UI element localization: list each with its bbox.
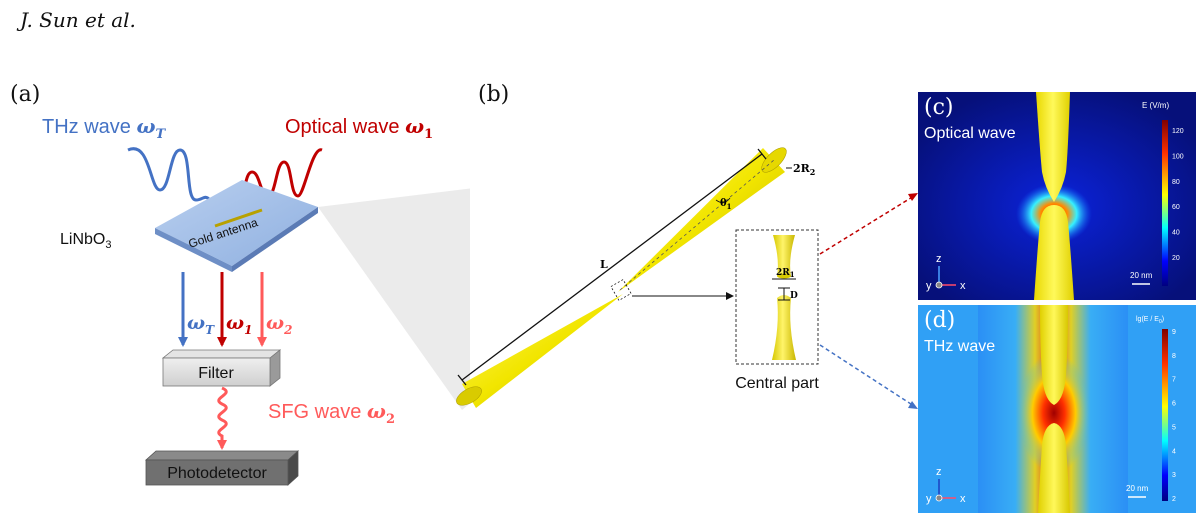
zoom-wedge	[318, 188, 470, 410]
panel-c-axis-x: x	[960, 280, 966, 292]
length-label: L	[600, 258, 608, 271]
length-dimension	[461, 153, 763, 381]
gold-antenna	[214, 208, 263, 228]
panel-d-axis-x: x	[960, 493, 966, 505]
panel-d-colorbar-tick: 9	[1172, 329, 1176, 336]
beam-sfg-label: ω2	[266, 312, 292, 337]
panel-d-colorbar-tick: 3	[1172, 472, 1176, 479]
panel-d-colorbar-tick: 2	[1172, 496, 1176, 503]
panel-d-lower-tip	[1038, 423, 1070, 513]
panel-c-upper-tip	[1036, 92, 1070, 202]
beam-thz-label: ωT	[187, 312, 215, 337]
panel-c-colorbar-tick: 120	[1172, 128, 1184, 135]
panel-c-colorbar-tick: 80	[1172, 179, 1180, 186]
panel-d-field-map: (d) THz wave lg(E / E0) 9 8 7 6 5 4 3 2 z y x 2…	[918, 305, 1196, 513]
antenna-lower-cone	[462, 294, 623, 408]
panel-c-colorbar-tick: 100	[1172, 153, 1184, 160]
panel-a-schematic: THz wave ωT Optical wave ω1 Gold antenna…	[42, 114, 470, 486]
inner-radius-label: 2R1	[776, 268, 795, 279]
gap-label: D	[790, 291, 798, 301]
panel-d-colorbar-tick: 8	[1172, 353, 1176, 360]
photodetector-box	[144, 450, 300, 486]
angle-label: θ1	[720, 198, 732, 211]
panel-d-colorbar-tick: 7	[1172, 377, 1176, 384]
thz-wave-arrow	[127, 147, 217, 210]
antenna-upper-cone	[618, 148, 785, 292]
filter-box	[161, 349, 282, 387]
filter-label: Filter	[198, 365, 234, 382]
optical-wave-label: Optical wave ω1	[285, 114, 433, 142]
panel-d-scale-bar-label: 20 nm	[1126, 484, 1149, 493]
panel-d-colorbar-tick: 6	[1172, 401, 1176, 408]
panel-c-scale-bar-label: 20 nm	[1130, 271, 1153, 280]
crystal-label: LiNbO3	[60, 231, 111, 251]
panel-d-colorbar-tick: 5	[1172, 424, 1176, 431]
thz-wave-label: THz wave ωT	[42, 114, 167, 142]
panel-d-hotspot	[1018, 353, 1090, 473]
author-header: J. Sun et al.	[20, 8, 136, 32]
panel-c-label: (c)	[924, 95, 954, 120]
photodetector-label: Photodetector	[167, 465, 267, 482]
sfg-wave-arrow	[217, 386, 228, 450]
panel-d-title: THz wave	[924, 338, 995, 355]
panel-c-colorbar-tick: 20	[1172, 255, 1180, 262]
panel-c-title: Optical wave	[924, 125, 1016, 142]
outer-radius-label: 2R2	[793, 162, 815, 177]
panel-a-label: (a)	[10, 82, 41, 107]
beam-optical-label: ω1	[226, 312, 252, 337]
panel-c-axis-z: z	[936, 253, 942, 265]
panel-c-field-map: (c) Optical wave E (V/m) 120 100 80 60 40 20 …	[918, 92, 1196, 300]
panel-c-lower-tip	[1034, 205, 1074, 300]
inset-upper-tip	[773, 235, 795, 276]
panel-c-colorbar-tick: 40	[1172, 230, 1180, 237]
panel-c-axis-y: y	[926, 280, 932, 292]
panel-b-label: (b)	[478, 82, 510, 107]
sfg-wave-label: SFG wave ω2	[268, 399, 395, 427]
antenna-upper-end	[761, 147, 787, 173]
panel-d-label: (d)	[924, 308, 955, 333]
antenna-lower-end	[456, 386, 482, 406]
arrow-to-panel-c	[819, 195, 915, 255]
panel-b-antenna-diagram: L 2R2 θ1 2R1 D Central part	[456, 147, 918, 409]
arrow-to-panel-d	[819, 344, 915, 407]
panel-c-colorbar-tick: 60	[1172, 204, 1180, 211]
panel-c-colorbar-title: E (V/m)	[1142, 101, 1169, 110]
panel-d-upper-tip	[1040, 305, 1068, 405]
panel-d-colorbar-tick: 4	[1172, 448, 1176, 455]
panel-d-axis-z: z	[936, 466, 942, 478]
panel-c-colorbar	[1162, 120, 1168, 286]
inset-caption: Central part	[735, 375, 819, 392]
panel-d-axis-y: y	[926, 493, 932, 505]
panel-d-colorbar	[1162, 329, 1168, 501]
inset-lower-tip	[772, 295, 796, 360]
linbo3-crystal	[155, 180, 318, 272]
panel-d-colorbar-title: lg(E / E0)	[1136, 316, 1164, 325]
